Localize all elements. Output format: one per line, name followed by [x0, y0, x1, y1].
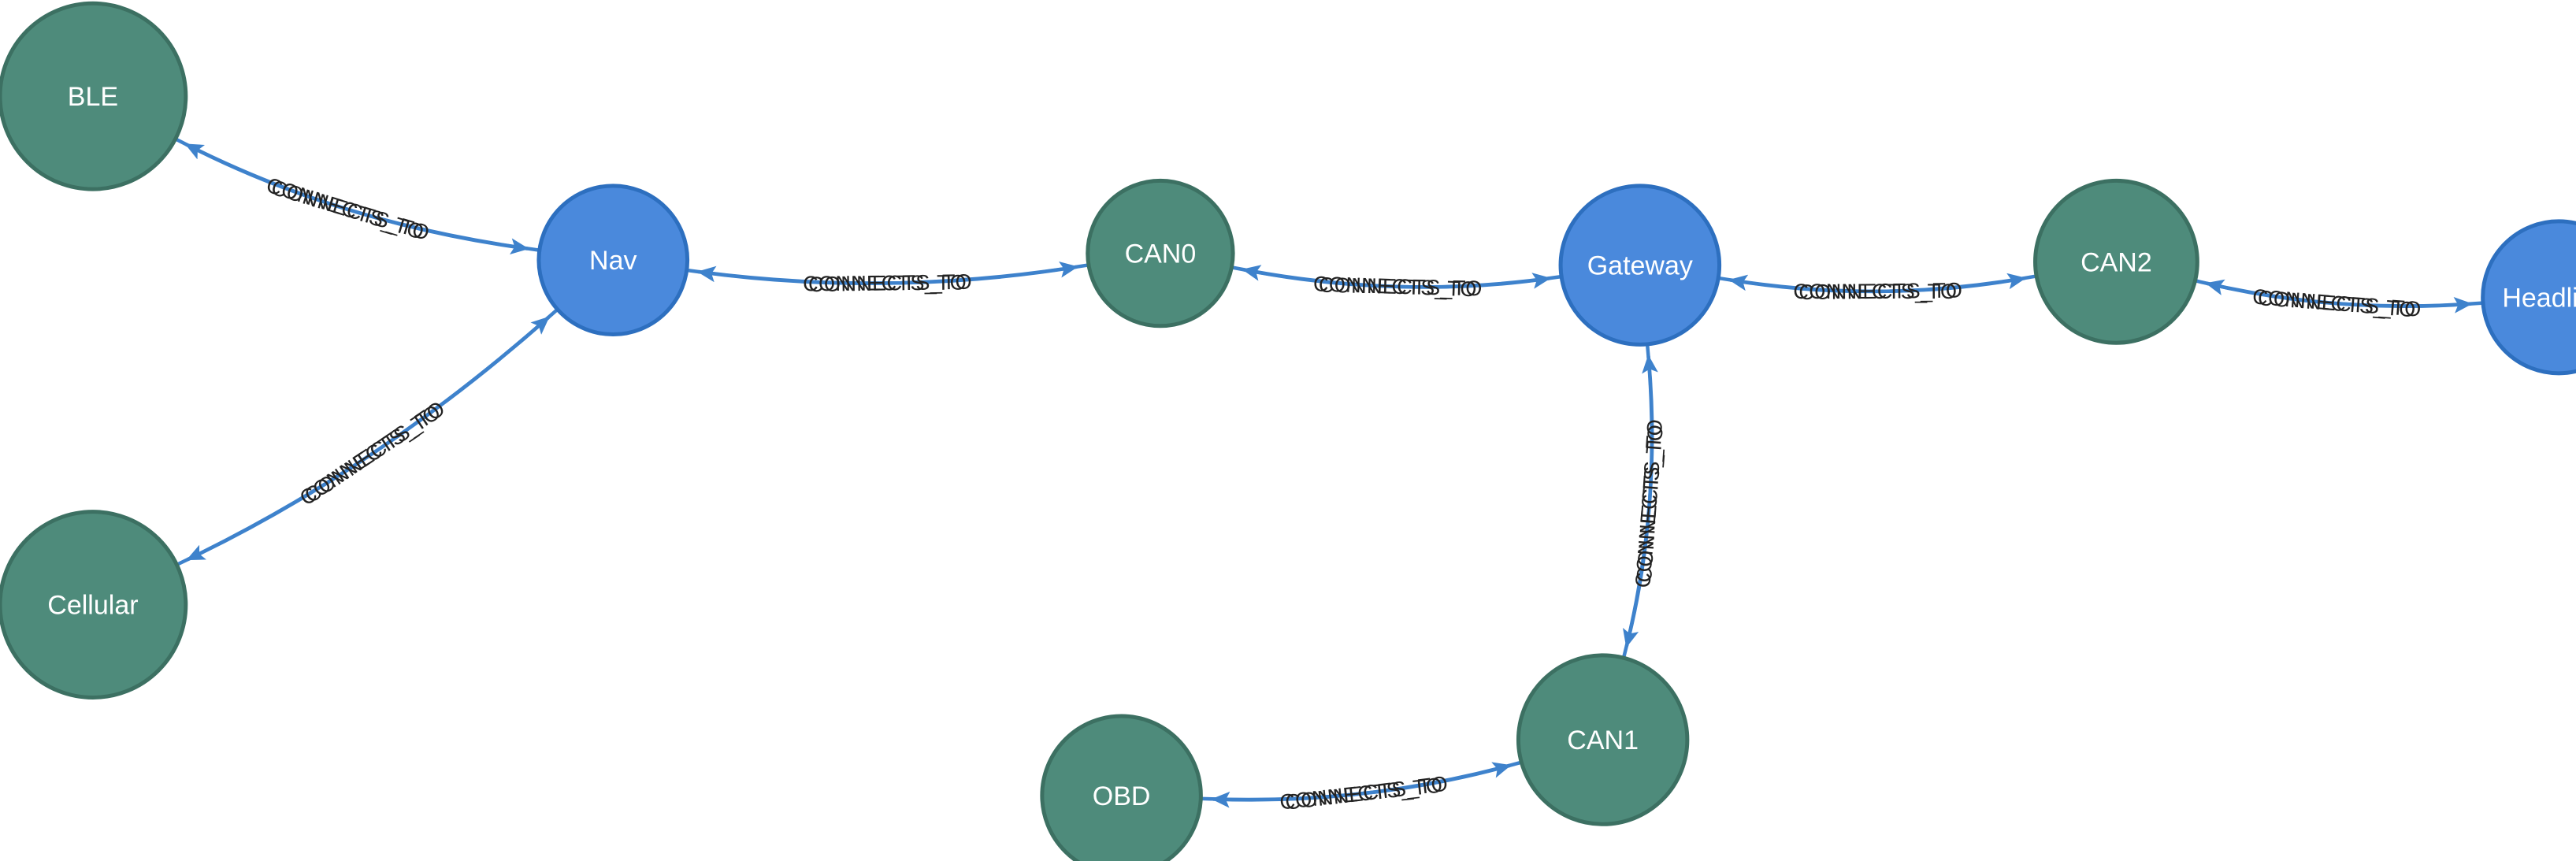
- node-circle[interactable]: [0, 1, 188, 191]
- graph-edge[interactable]: [175, 137, 529, 254]
- node-circle[interactable]: [2481, 219, 2576, 376]
- graph-edge[interactable]: [1728, 274, 2037, 294]
- node-circle[interactable]: [536, 184, 690, 337]
- graph-edge[interactable]: [1623, 343, 1654, 648]
- graph-node-gateway[interactable]: Gateway: [1558, 184, 1722, 347]
- graph-edge[interactable]: [184, 143, 540, 252]
- graph-edge[interactable]: [1242, 265, 1562, 289]
- node-circle[interactable]: [1086, 178, 1235, 328]
- graph-node-ble[interactable]: BLE: [0, 1, 188, 191]
- graph-edge[interactable]: [696, 263, 1089, 285]
- graph-edge[interactable]: [1211, 760, 1522, 808]
- graph-node-cellular[interactable]: Cellular: [0, 510, 188, 700]
- graph-node-can0[interactable]: CAN0: [1086, 178, 1235, 328]
- edges-layer: [175, 137, 2484, 808]
- graph-node-nav[interactable]: Nav: [536, 184, 690, 337]
- graph-node-headlight[interactable]: Headlight: [2481, 219, 2576, 376]
- node-circle[interactable]: [1040, 714, 1203, 861]
- graph-edge[interactable]: [176, 316, 550, 566]
- graph-node-can2[interactable]: CAN2: [2033, 178, 2199, 345]
- graph-edge[interactable]: [186, 308, 559, 562]
- node-circle[interactable]: [0, 510, 188, 700]
- graph-node-obd[interactable]: OBD: [1040, 714, 1203, 861]
- node-circle[interactable]: [1558, 184, 1722, 347]
- node-circle[interactable]: [1516, 653, 1690, 826]
- graph-edge[interactable]: [2205, 279, 2484, 308]
- node-circle[interactable]: [2033, 178, 2199, 345]
- graph-node-can1[interactable]: CAN1: [1516, 653, 1690, 826]
